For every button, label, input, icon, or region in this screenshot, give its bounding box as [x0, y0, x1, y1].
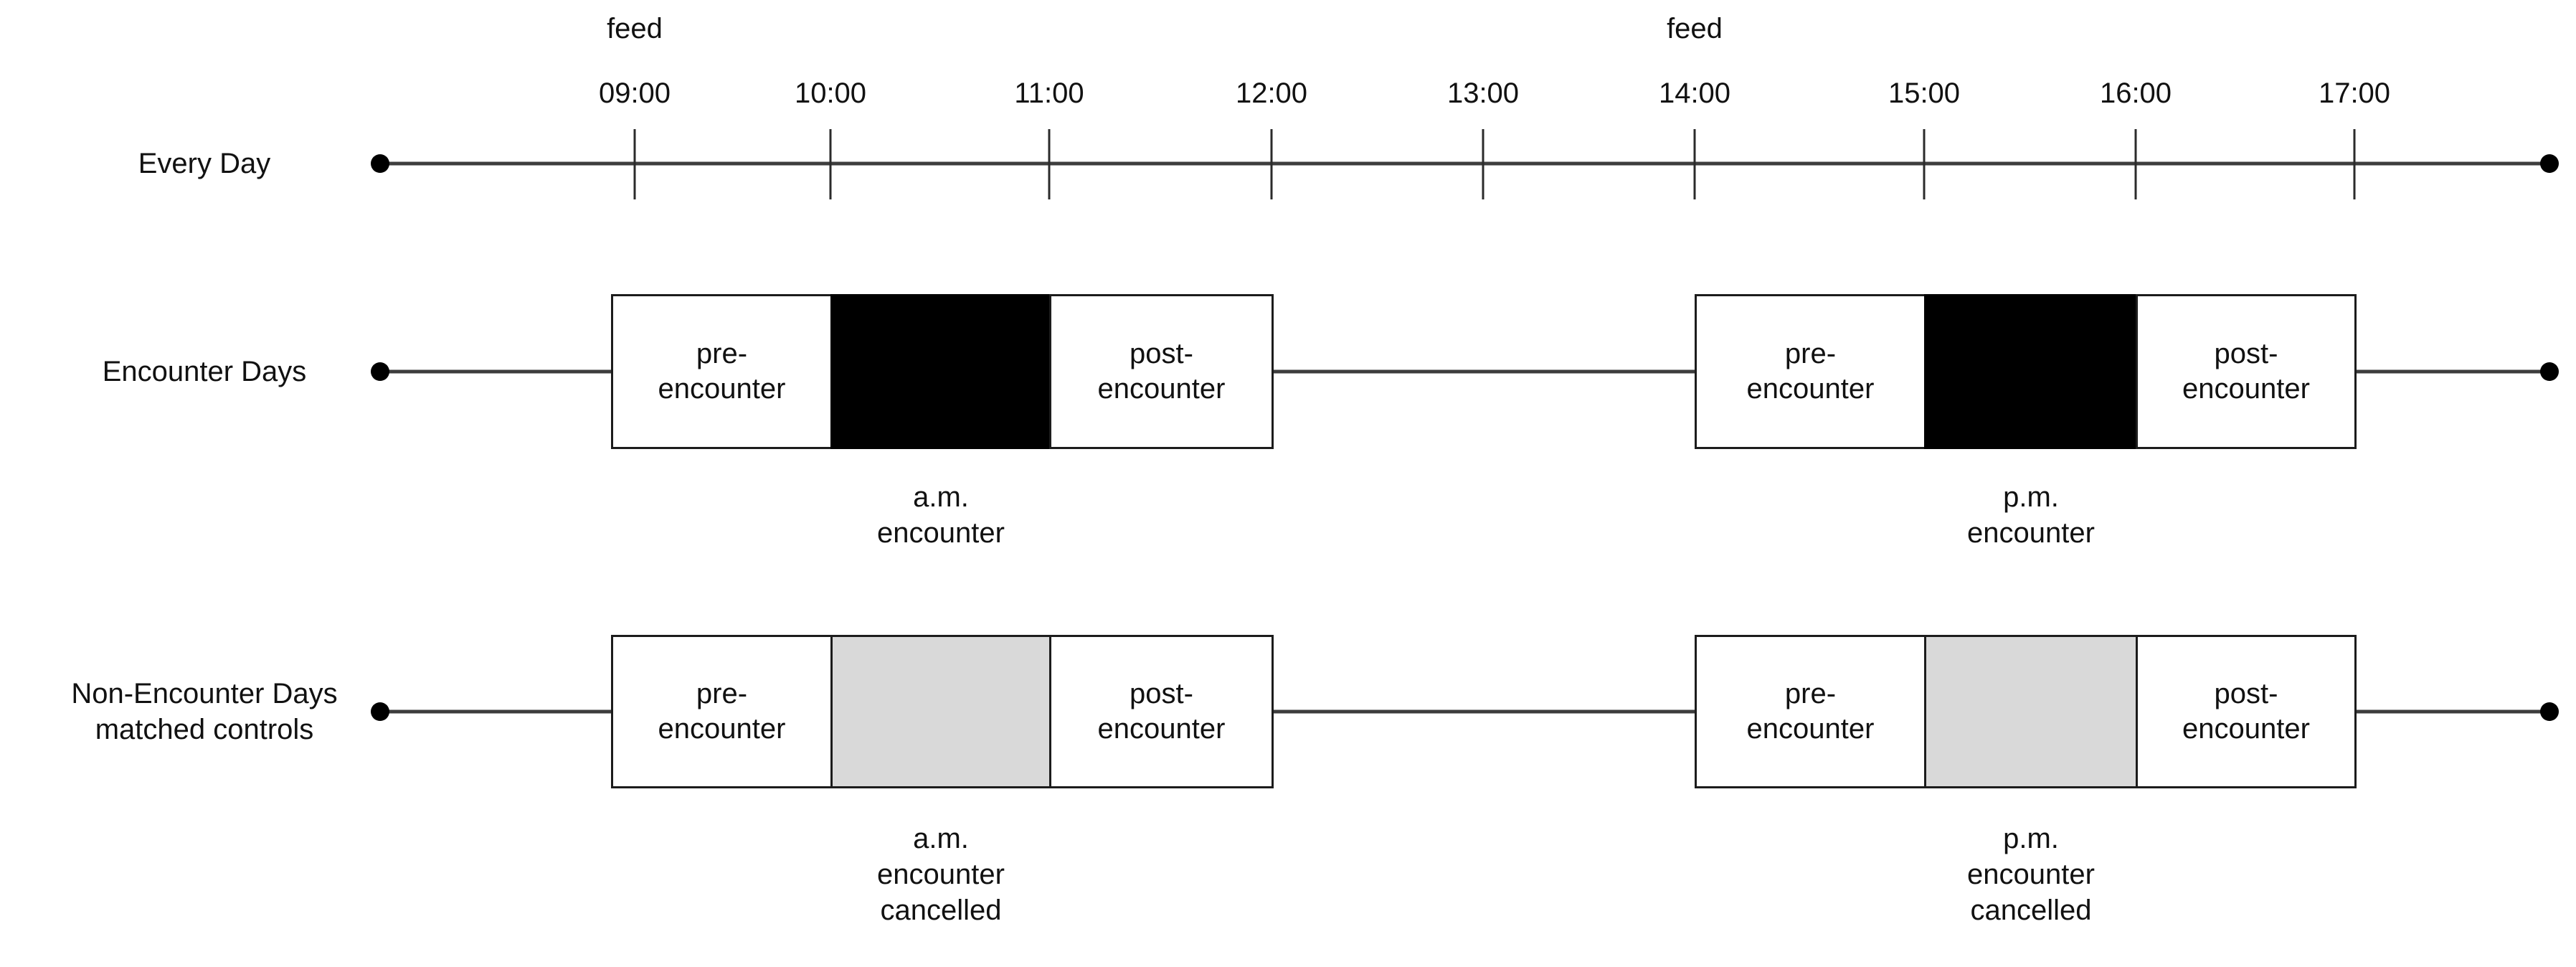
- feed-label-afternoon: feed: [1667, 13, 1723, 44]
- block-pm-pre-encounter-control[interactable]: pre- encounter: [1695, 635, 1926, 788]
- axis-tick-1300: [1482, 129, 1484, 199]
- axis-ticklabel-0900: 09:00: [598, 77, 671, 109]
- timeline-line-control-left: [380, 709, 613, 714]
- axis-ticklabel-1500: 15:00: [1888, 77, 1961, 109]
- caption-pm-encounter: p.m. encounter: [1967, 481, 2095, 549]
- axis-ticklabel-1600: 16:00: [2099, 77, 2172, 109]
- feed-label-morning: feed: [607, 13, 663, 44]
- block-am-pre-encounter-control[interactable]: pre- encounter: [611, 635, 833, 788]
- axis-ticklabel-1300: 13:00: [1446, 77, 1520, 109]
- axis-tick-1000: [829, 129, 832, 199]
- timeline-start-dot-encounter: [371, 362, 389, 381]
- axis-ticklabel-1700: 17:00: [2318, 77, 2391, 109]
- block-pm-post-encounter[interactable]: post- encounter: [2136, 294, 2357, 449]
- caption-am-encounter-cancelled: a.m. encounter cancelled: [877, 823, 1005, 926]
- row-label-encounter-days: Encounter Days: [102, 356, 307, 387]
- block-pm-encounter-cancelled[interactable]: [1924, 635, 2138, 788]
- timeline-line-every-day: [380, 161, 2549, 166]
- timeline-line-encounter-right: [2356, 369, 2549, 374]
- timeline-end-dot-encounter: [2540, 362, 2559, 381]
- block-pm-pre-encounter[interactable]: pre- encounter: [1695, 294, 1926, 449]
- timeline-end-dot-control: [2540, 702, 2559, 721]
- block-am-encounter-cancelled[interactable]: [830, 635, 1051, 788]
- timeline-end-dot-every-day: [2540, 154, 2559, 173]
- timeline-start-dot-every-day: [371, 154, 389, 173]
- axis-ticklabel-1200: 12:00: [1235, 77, 1308, 109]
- block-am-post-encounter[interactable]: post- encounter: [1049, 294, 1274, 449]
- axis-ticklabel-1000: 10:00: [794, 77, 867, 109]
- caption-am-encounter: a.m. encounter: [877, 481, 1005, 549]
- timeline-line-encounter-left: [380, 369, 613, 374]
- axis-tick-0900: [633, 129, 636, 199]
- axis-tick-1400: [1693, 129, 1696, 199]
- timeline-line-encounter-mid: [1272, 369, 1696, 374]
- row-label-every-day: Every Day: [138, 148, 271, 179]
- axis-ticklabel-1400: 14:00: [1658, 77, 1731, 109]
- timeline-line-control-mid: [1272, 709, 1696, 714]
- row-label-non-encounter-days: Non-Encounter Days matched controls: [71, 678, 338, 745]
- axis-tick-1700: [2353, 129, 2356, 199]
- axis-tick-1600: [2134, 129, 2137, 199]
- axis-ticklabel-1100: 11:00: [1014, 77, 1084, 109]
- block-am-post-encounter-control[interactable]: post- encounter: [1049, 635, 1274, 788]
- caption-pm-encounter-cancelled: p.m. encounter cancelled: [1967, 823, 2095, 926]
- block-am-pre-encounter[interactable]: pre- encounter: [611, 294, 833, 449]
- block-pm-post-encounter-control[interactable]: post- encounter: [2136, 635, 2357, 788]
- axis-tick-1100: [1048, 129, 1051, 199]
- timeline-line-control-right: [2356, 709, 2549, 714]
- axis-tick-1500: [1923, 129, 1926, 199]
- block-am-encounter[interactable]: [830, 294, 1051, 449]
- axis-tick-1200: [1270, 129, 1273, 199]
- timeline-start-dot-control: [371, 702, 389, 721]
- block-pm-encounter[interactable]: [1924, 294, 2138, 449]
